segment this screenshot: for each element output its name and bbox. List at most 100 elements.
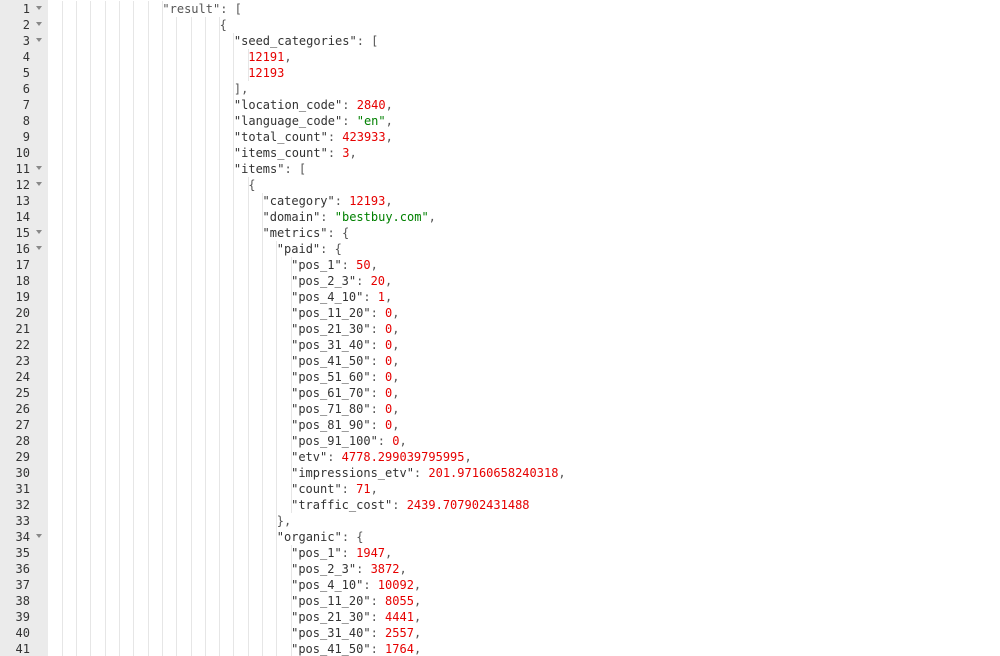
indent-guide xyxy=(161,561,163,577)
fold-arrow-icon[interactable] xyxy=(36,230,42,234)
code-line: "organic": { xyxy=(48,529,1000,545)
indent-guide xyxy=(76,241,78,257)
indent-guide xyxy=(176,353,178,369)
indent-guide xyxy=(219,401,221,417)
indent-guide xyxy=(190,129,192,145)
json-number-value: 4778.299039795995 xyxy=(341,450,465,464)
indent-guide xyxy=(161,369,163,385)
line-number-text: 21 xyxy=(15,322,30,336)
json-key: "traffic_cost" xyxy=(291,498,393,512)
indent-guide xyxy=(161,625,163,641)
fold-arrow-icon[interactable] xyxy=(36,534,42,538)
indent-guide xyxy=(61,641,63,656)
indent-guide xyxy=(104,593,106,609)
indent-guide xyxy=(104,545,106,561)
indent-guide xyxy=(190,321,192,337)
indent-guide xyxy=(204,625,206,641)
indent-guide xyxy=(119,513,120,529)
code-punctuation: , xyxy=(413,626,422,640)
code-punctuation: , xyxy=(385,194,393,208)
fold-arrow-icon[interactable] xyxy=(36,22,42,26)
indent-guide xyxy=(61,353,63,369)
indent-guide xyxy=(204,497,206,513)
json-separator: : xyxy=(320,210,335,224)
indent-guide xyxy=(161,497,163,513)
indent-guide xyxy=(147,97,149,113)
indent-guide xyxy=(219,81,221,97)
code-punctuation: , xyxy=(392,322,400,336)
indent-guide xyxy=(61,113,63,129)
indent-guide xyxy=(133,497,135,513)
code-text: "impressions_etv": 201.97160658240318, xyxy=(291,465,566,481)
line-number: 34 xyxy=(0,529,48,545)
indent-guide xyxy=(276,417,278,433)
json-number-value: 0 xyxy=(385,370,393,384)
json-number-value: 0 xyxy=(385,418,393,432)
indent-guide xyxy=(176,145,178,161)
indent-guide xyxy=(119,417,120,433)
code-line: "count": 71, xyxy=(48,481,1000,497)
indent-guide xyxy=(190,385,192,401)
indent-guide xyxy=(176,241,178,257)
json-key: "pos_2_3" xyxy=(291,274,357,288)
indent-guide xyxy=(104,433,106,449)
indent-guide xyxy=(190,577,192,593)
indent-guide xyxy=(161,417,163,433)
indent-guide xyxy=(119,209,120,225)
indent-guide xyxy=(76,449,78,465)
code-line: "total_count": 423933, xyxy=(48,129,1000,145)
indent-guide xyxy=(204,241,206,257)
fold-arrow-icon[interactable] xyxy=(36,38,42,42)
indent-guide xyxy=(161,209,163,225)
json-key: "category" xyxy=(262,194,335,208)
indent-guide xyxy=(147,353,149,369)
indent-guide xyxy=(219,481,221,497)
code-content-area[interactable]: "result": [{"seed_categories": [12191,12… xyxy=(48,0,1000,656)
json-key: "language_code" xyxy=(233,114,343,128)
indent-guide xyxy=(147,241,149,257)
indent-guide xyxy=(161,81,163,97)
indent-guide xyxy=(119,257,120,273)
fold-arrow-icon[interactable] xyxy=(36,246,42,250)
code-punctuation: , xyxy=(392,370,400,384)
json-separator: : xyxy=(370,386,386,400)
indent-guide xyxy=(133,593,135,609)
json-number-value: 12191 xyxy=(248,50,285,64)
fold-arrow-icon[interactable] xyxy=(36,182,42,186)
code-line: 12193 xyxy=(48,65,1000,81)
code-line: }, xyxy=(48,513,1000,529)
indent-guide xyxy=(204,545,206,561)
code-line: "pos_61_70": 0, xyxy=(48,385,1000,401)
indent-guide xyxy=(61,593,63,609)
indent-guide xyxy=(119,273,120,289)
indent-guide xyxy=(176,593,178,609)
indent-guide xyxy=(147,17,149,33)
indent-guide xyxy=(290,625,292,641)
indent-guide xyxy=(90,129,92,145)
json-key: "pos_11_20" xyxy=(291,306,371,320)
code-text: "traffic_cost": 2439.707902431488 xyxy=(291,497,529,513)
indent-guide xyxy=(90,161,92,177)
indent-guide xyxy=(90,193,92,209)
code-text: "items_count": 3, xyxy=(234,145,357,161)
indent-guide xyxy=(104,273,106,289)
indent-guide xyxy=(76,417,78,433)
indent-guide xyxy=(161,305,163,321)
indent-guide xyxy=(147,593,149,609)
fold-arrow-icon[interactable] xyxy=(36,166,42,170)
code-text: { xyxy=(248,177,255,193)
line-number-text: 34 xyxy=(15,530,30,544)
indent-guide xyxy=(161,337,163,353)
indent-guide xyxy=(219,513,221,529)
indent-guide xyxy=(147,177,149,193)
indent-guide xyxy=(262,289,263,305)
fold-arrow-icon[interactable] xyxy=(36,6,42,10)
indent-guide xyxy=(90,481,92,497)
indent-guide xyxy=(204,433,206,449)
indent-guide xyxy=(119,401,120,417)
line-number-text: 33 xyxy=(15,514,30,528)
indent-guide xyxy=(247,433,249,449)
code-punctuation: , xyxy=(392,402,400,416)
indent-guide xyxy=(290,593,292,609)
